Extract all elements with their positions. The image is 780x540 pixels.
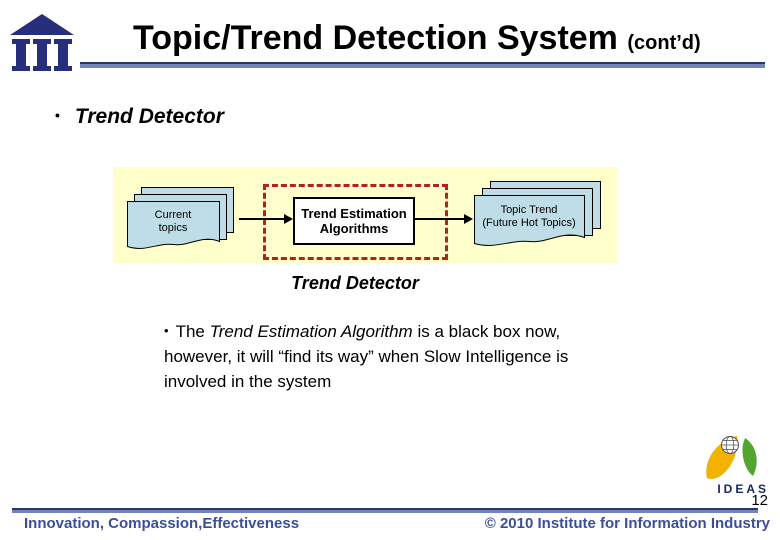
footer-slogan: Innovation, Compassion,Effectiveness — [24, 515, 300, 532]
arrow-to-topic-trend — [415, 214, 473, 224]
slide-title: Topic/Trend Detection System (cont’d) — [133, 19, 701, 58]
document-stack-icon — [474, 181, 601, 246]
black-box-dashed-frame — [263, 184, 448, 260]
arrow-to-algorithms — [239, 214, 293, 224]
institute-pillars-icon — [10, 14, 74, 71]
body-paragraph: • The Trend Estimation Algorithm is a bla… — [164, 318, 630, 394]
ideas-logo: IDEAS — [697, 434, 769, 496]
ideas-leaves-icon — [706, 436, 757, 479]
current-topics-documents: Current topics — [127, 187, 241, 253]
topic-trend-documents: Topic Trend (Future Hot Topics) — [474, 181, 602, 251]
body-text-italic: Trend Estimation Algorithm — [209, 322, 413, 341]
bullet-marker: • — [55, 107, 60, 123]
document-stack-icon — [127, 187, 234, 249]
page-number: 12 — [751, 492, 768, 509]
body-bullet-marker: • — [164, 323, 169, 338]
footer-rule — [12, 508, 758, 513]
trend-estimation-box: Trend Estimation Algorithms — [293, 197, 415, 245]
title-underline — [80, 62, 765, 68]
bullet-label: Trend Detector — [74, 105, 224, 128]
body-text-post: is a black box now, however, it will “fi… — [164, 322, 569, 391]
trend-detector-diagram: Current topics Trend Estimation Algorith… — [113, 167, 617, 263]
diagram-caption: Trend Detector — [291, 273, 419, 293]
current-topics-label: Current topics — [154, 209, 192, 234]
slide-title-main: Topic/Trend Detection System — [133, 19, 618, 57]
bullet-trend-detector: • Trend Detector — [55, 105, 224, 129]
slide-title-suffix: (cont’d) — [627, 32, 701, 54]
body-text-pre: The — [175, 322, 210, 341]
ideas-wordmark: IDEAS — [717, 482, 769, 496]
topic-trend-label: Topic Trend (Future Hot Topics) — [482, 204, 576, 229]
footer-copyright: © 2010 Institute for Information Industr… — [484, 515, 770, 532]
